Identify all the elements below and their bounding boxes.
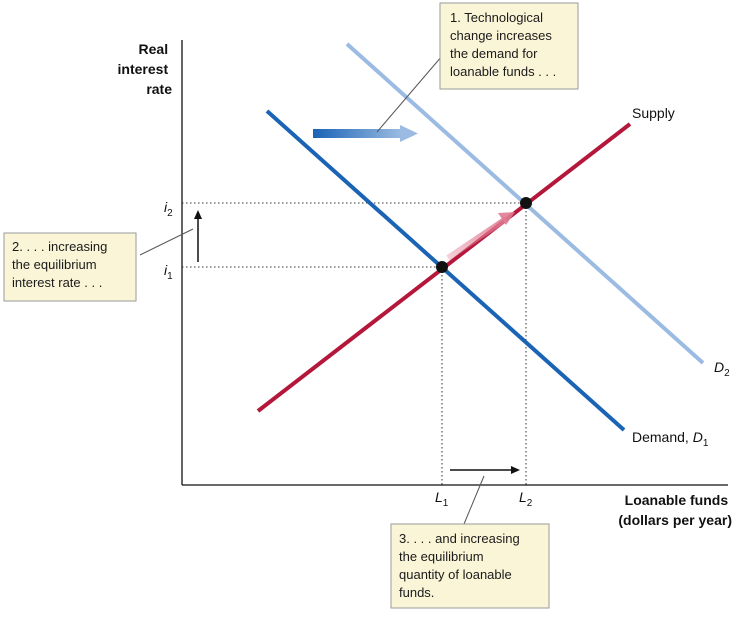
tick-i2: i2	[164, 199, 173, 219]
tick-l1: L1	[435, 489, 449, 509]
callout-line: the equilibrium	[399, 549, 484, 564]
equilibrium-point-1	[436, 261, 448, 273]
tick-l1-subscript: 1	[443, 498, 449, 509]
quantity-rise-arrow-head	[511, 466, 520, 474]
callout-line: 1. Technological	[450, 10, 543, 25]
tick-l2: L2	[519, 489, 533, 509]
tick-i2-symbol: i	[164, 199, 168, 215]
x-axis-title-line: (dollars per year)	[618, 512, 732, 528]
callout-quantity-rise: 3. . . . and increasing the equilibrium …	[390, 523, 550, 609]
callout-line: change increases	[450, 28, 552, 43]
callout-line: 2. . . . increasing	[12, 239, 107, 254]
demand-d1-label-prefix: Demand,	[632, 429, 693, 445]
demand-shift-arrow-shaft	[313, 129, 402, 138]
tick-i1-symbol: i	[164, 262, 168, 278]
callout-quantity-rise-box	[390, 523, 550, 609]
callout-3-connector	[463, 475, 485, 525]
callout-demand-shift: 1. Technological change increases the de…	[439, 2, 579, 90]
callout-line: funds.	[399, 585, 434, 600]
tick-l2-symbol: L	[519, 489, 527, 505]
demand-shift-arrow-head	[400, 125, 418, 142]
tick-l1-symbol: L	[435, 489, 443, 505]
demand-d1-label-subscript: 1	[703, 438, 709, 449]
tick-i1-subscript: 1	[167, 271, 173, 282]
callout-2-connector	[139, 228, 194, 256]
equilibrium-move-arrow-shaft	[446, 216, 508, 261]
demand-d2-label-symbol: D	[714, 359, 724, 375]
x-axis-title: Loanable funds (dollars per year)	[618, 492, 732, 528]
callout-1-connector	[376, 55, 443, 133]
demand-d1-label: Demand, D1	[632, 429, 709, 449]
callout-rate-rise-text: 2. . . . increasing the equilibrium inte…	[12, 239, 111, 290]
callout-quantity-rise-text: 3. . . . and increasing the equilibrium …	[399, 531, 523, 600]
y-axis-title-line: rate	[146, 81, 172, 97]
callout-demand-shift-text: 1. Technological change increases the de…	[450, 10, 556, 79]
equilibrium-point-2	[520, 197, 532, 209]
demand-d1-label-symbol: D	[693, 429, 703, 445]
callout-line: interest rate . . .	[12, 275, 102, 290]
callout-demand-shift-box	[439, 2, 579, 90]
demand-d2-label-subscript: 2	[724, 368, 730, 379]
y-axis-title-line: Real	[139, 41, 169, 57]
callout-rate-rise-box	[3, 232, 137, 302]
rate-rise-arrow-head	[194, 210, 202, 219]
callout-line: loanable funds . . .	[450, 64, 556, 79]
demand-d2-label: D2	[714, 359, 730, 379]
tick-i1: i1	[164, 262, 173, 282]
y-axis-title: Real interest rate	[118, 41, 173, 97]
tick-i2-subscript: 2	[167, 208, 173, 219]
callout-line: the equilibrium	[12, 257, 97, 272]
x-axis-title-line: Loanable funds	[625, 492, 729, 508]
callout-line: 3. . . . and increasing	[399, 531, 520, 546]
y-axis-title-line: interest	[118, 61, 169, 77]
callout-line: the demand for	[450, 46, 538, 61]
equilibrium-move-arrow-head	[498, 212, 515, 225]
tick-l2-subscript: 2	[527, 498, 533, 509]
callout-rate-rise: 2. . . . increasing the equilibrium inte…	[3, 232, 137, 302]
callout-line: quantity of loanable	[399, 567, 512, 582]
supply-label: Supply	[632, 105, 675, 121]
